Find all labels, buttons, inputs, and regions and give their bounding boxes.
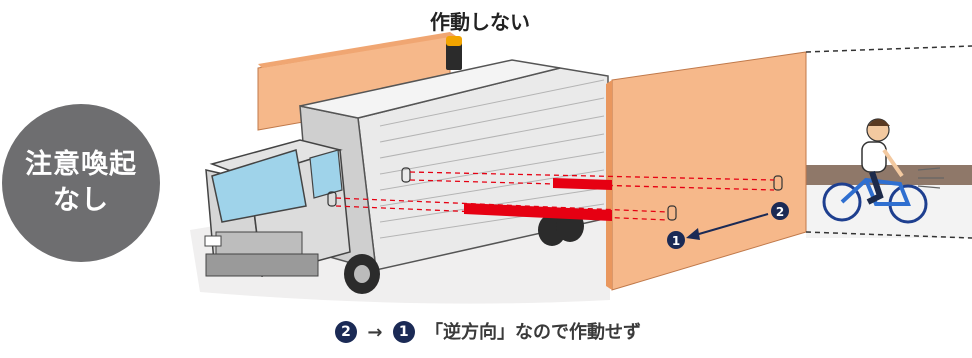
marker-two-label: 2 xyxy=(776,205,784,219)
truck-bumper xyxy=(205,253,319,277)
bottom-caption: 2 → 1 「逆方向」なので作動せず xyxy=(0,318,972,344)
direction-arrowhead xyxy=(686,228,700,240)
caption-text: 「逆方向」なので作動せず xyxy=(424,322,641,343)
marker-one: 1 xyxy=(667,231,685,249)
marker-two: 2 xyxy=(771,202,789,220)
number-one-icon: 1 xyxy=(392,321,415,343)
warning-lamp-icon xyxy=(446,36,462,70)
top-caption: 作動しない xyxy=(430,10,530,34)
no-alert-badge: 注意喚起 なし xyxy=(2,104,160,262)
truck-windshield xyxy=(211,149,307,223)
back-wall-top xyxy=(258,32,456,68)
bicycle-rider-icon xyxy=(822,118,944,224)
number-two-icon: 2 xyxy=(335,321,358,343)
truck-grille xyxy=(215,231,303,255)
truck-side-window xyxy=(309,149,343,199)
caption-arrow: → xyxy=(367,322,383,343)
direction-arrow xyxy=(691,213,769,237)
sensors xyxy=(327,167,783,221)
ground-strip-dark xyxy=(806,165,972,185)
wall-outline-dashed xyxy=(805,45,972,239)
marker-one-label: 1 xyxy=(672,234,680,248)
sensor-beams-solid xyxy=(464,178,612,221)
truck-headlight-left xyxy=(204,235,222,247)
truck-cargo-roof xyxy=(299,59,561,119)
badge-label: 注意喚起 なし xyxy=(25,149,137,216)
